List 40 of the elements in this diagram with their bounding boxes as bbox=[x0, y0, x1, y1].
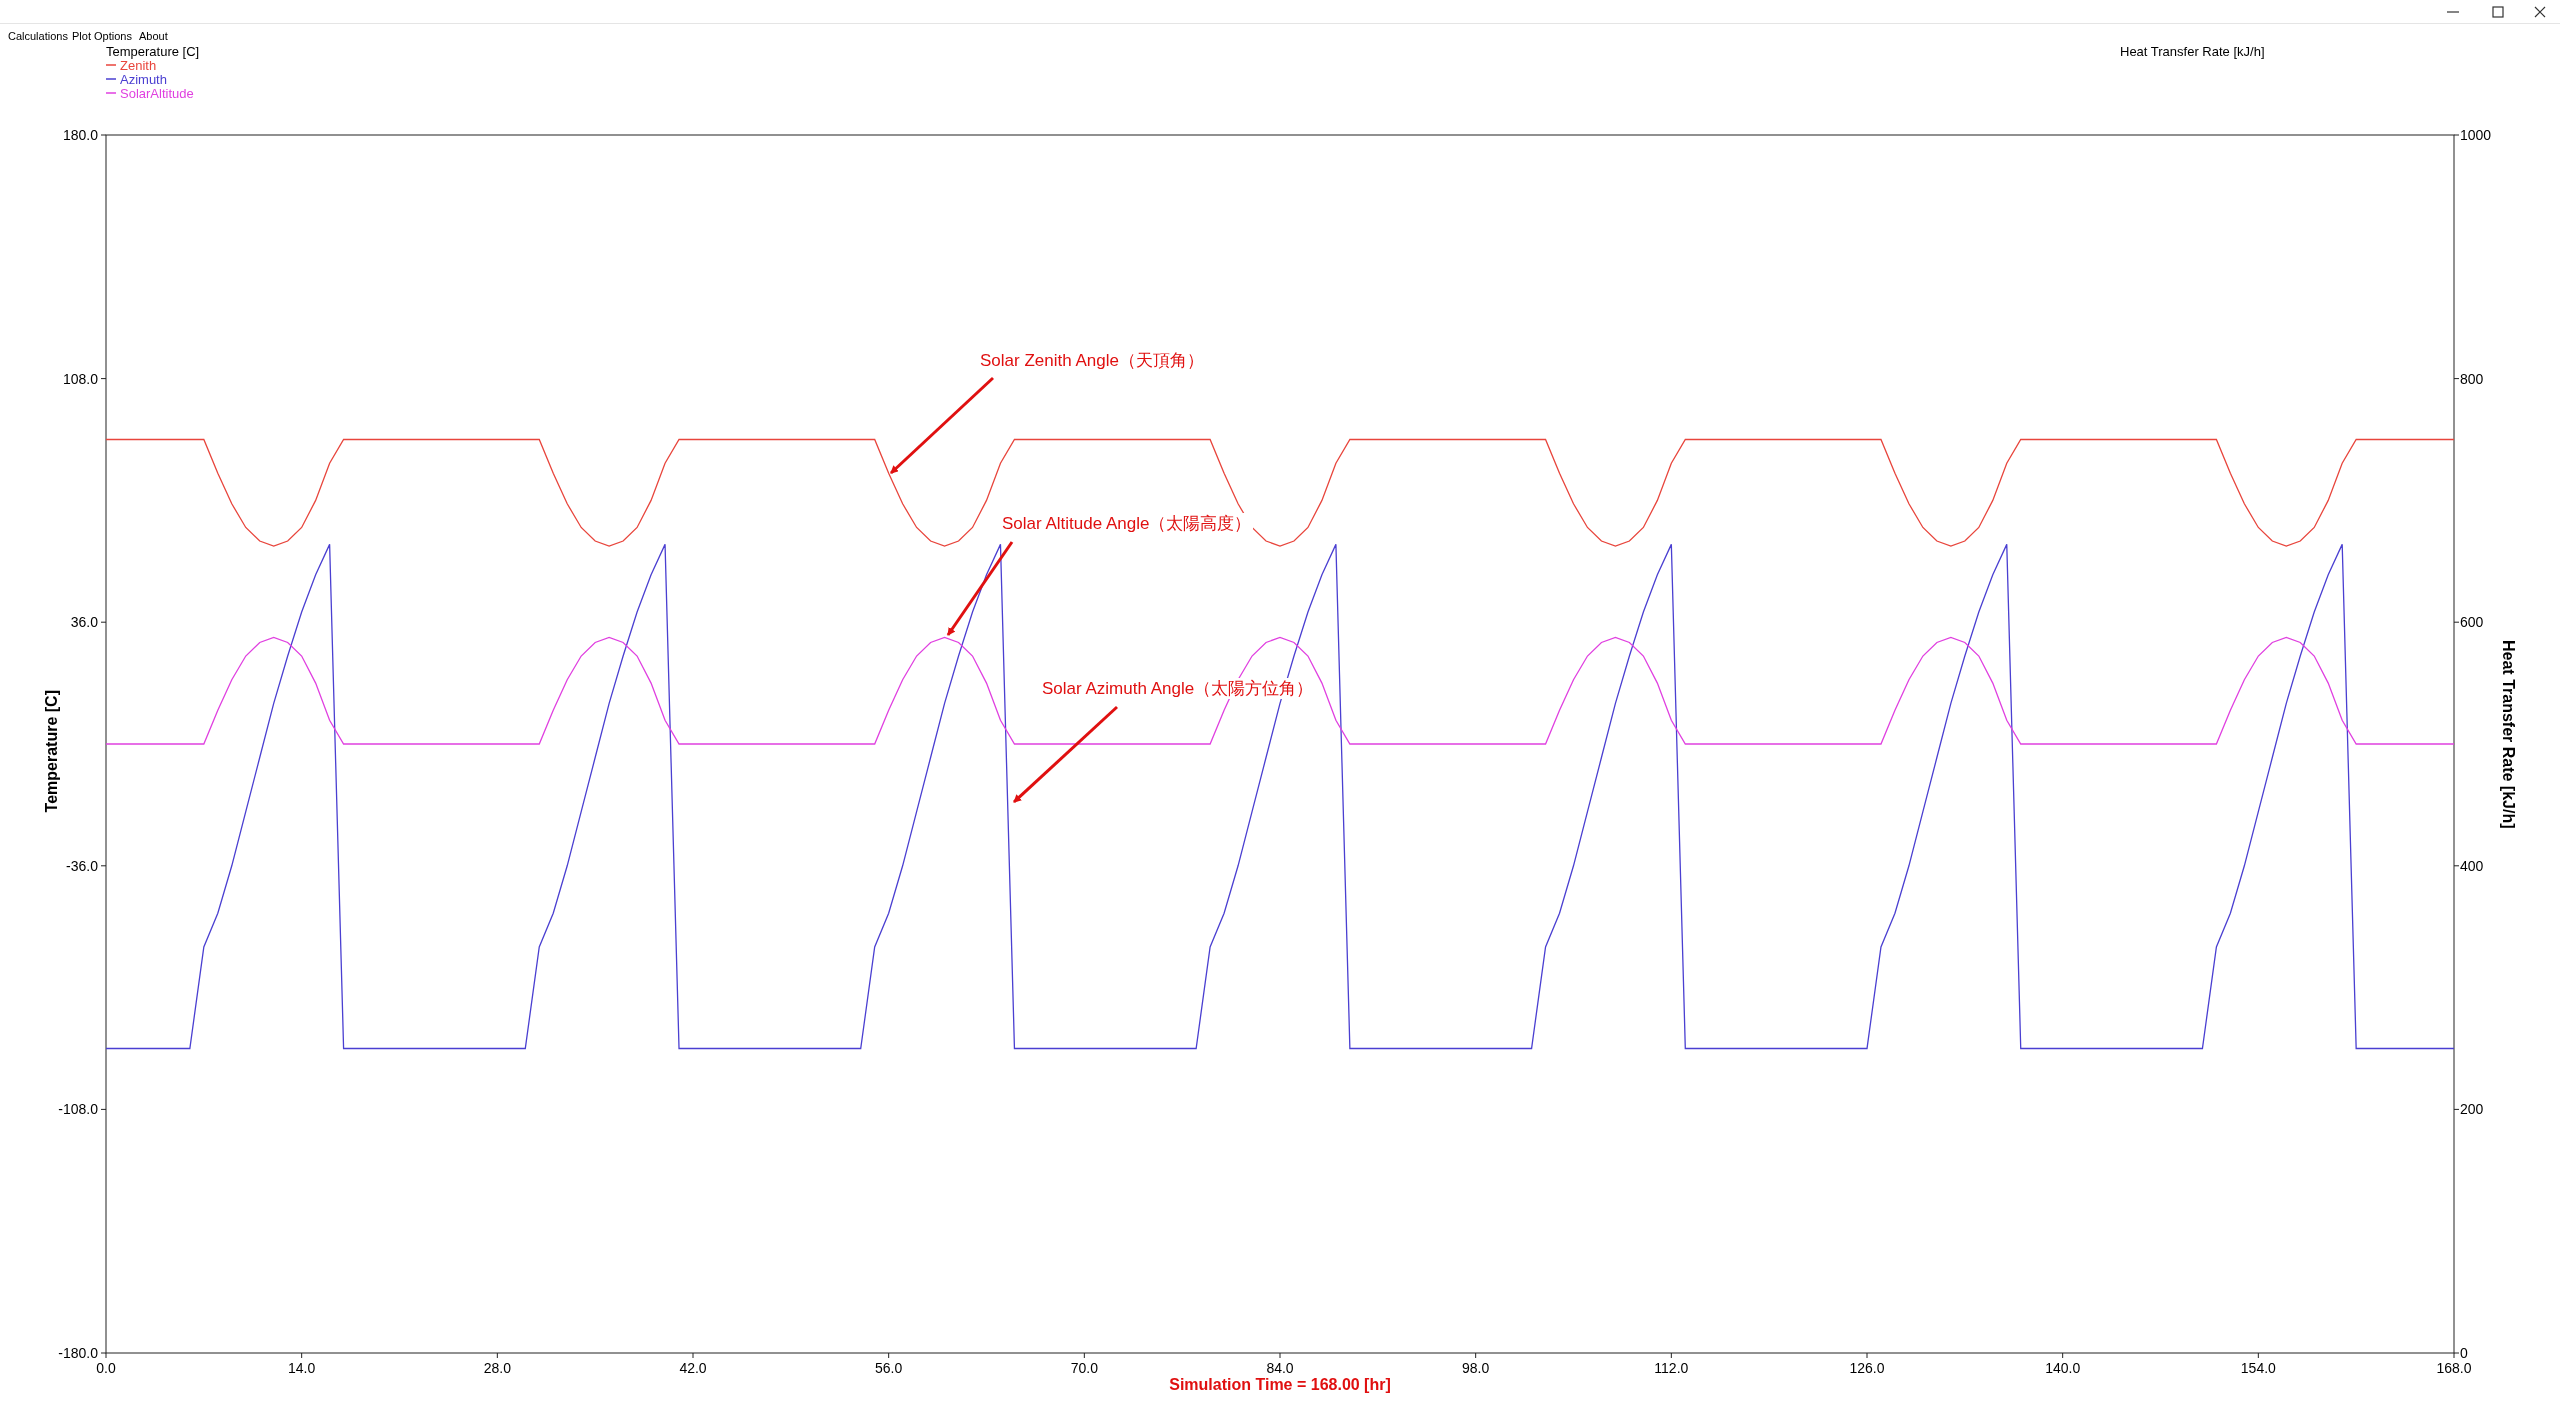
tick-label: -36.0 bbox=[66, 858, 98, 873]
axis-title: Heat Transfer Rate [kJ/h] bbox=[2500, 640, 2516, 829]
legend-label: Azimuth bbox=[120, 72, 167, 86]
menu-item: Plot Options bbox=[72, 29, 132, 44]
tick-label: 154.0 bbox=[2240, 1361, 2276, 1375]
tick-label: 400 bbox=[2460, 858, 2484, 873]
tick-label: 180.0 bbox=[62, 128, 98, 142]
arrow bbox=[946, 541, 1014, 636]
tick-label: 200 bbox=[2460, 1102, 2484, 1117]
tick-label: 0 bbox=[2460, 1346, 2468, 1360]
legend-label: SolarAltitude bbox=[120, 86, 194, 100]
tick-label: 108.0 bbox=[62, 371, 98, 386]
arrow bbox=[1013, 705, 1118, 804]
callout-label: Solar Altitude Angle（太陽高度） bbox=[1000, 513, 1254, 535]
tick-label: 70.0 bbox=[1070, 1361, 1098, 1375]
tick-label: 36.0 bbox=[70, 615, 98, 630]
axis-title: Temperature [C] bbox=[44, 690, 60, 813]
tick-label: 168.0 bbox=[2436, 1361, 2472, 1375]
tick-label: 0.0 bbox=[96, 1361, 116, 1375]
tick-label: 56.0 bbox=[875, 1361, 903, 1375]
tick-label: 98.0 bbox=[1462, 1361, 1490, 1375]
axis-title: Temperature [C] bbox=[106, 43, 200, 61]
axis-title: Heat Transfer Rate [kJ/h] bbox=[2120, 43, 2265, 61]
tick-label: 112.0 bbox=[1654, 1361, 1689, 1375]
tick-label: -180.0 bbox=[58, 1346, 98, 1360]
tick-label: 1000 bbox=[2460, 128, 2492, 142]
tick-label: 14.0 bbox=[288, 1361, 316, 1375]
tick-label: 140.0 bbox=[2045, 1361, 2081, 1375]
tick-label: 42.0 bbox=[679, 1361, 707, 1375]
tick-label: 126.0 bbox=[1849, 1361, 1885, 1375]
menu-item: About bbox=[139, 29, 168, 44]
tick-label: 800 bbox=[2460, 371, 2484, 386]
axis-title: Simulation Time = 168.00 [hr] bbox=[1169, 1377, 1391, 1393]
tick-label: 84.0 bbox=[1266, 1361, 1294, 1375]
menu-item: Calculations bbox=[8, 29, 68, 44]
tick-label: 28.0 bbox=[483, 1361, 511, 1375]
legend-label: Zenith bbox=[120, 58, 157, 72]
tick-label: 600 bbox=[2460, 615, 2484, 630]
arrow bbox=[889, 376, 995, 475]
tick-label: -108.0 bbox=[58, 1102, 98, 1117]
